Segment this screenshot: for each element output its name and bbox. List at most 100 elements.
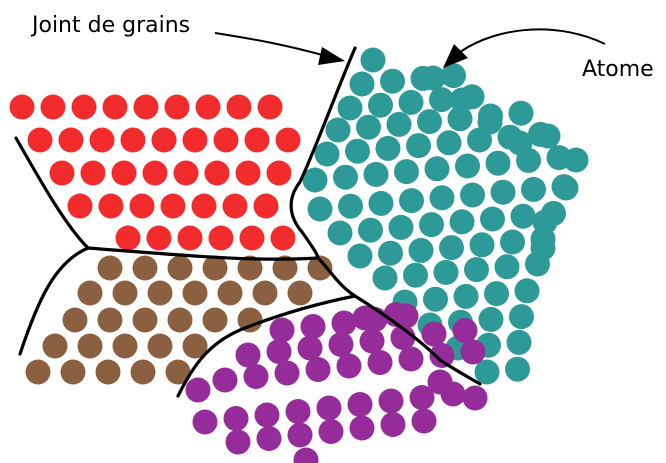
atom-teal-grain xyxy=(328,221,353,246)
boundary-red-top-left xyxy=(16,138,88,248)
atom-brown-grain xyxy=(183,281,208,306)
atom-red-grain xyxy=(254,194,279,219)
atom-red-grain xyxy=(209,226,234,251)
grain-boundary-label-group: Joint de grains xyxy=(30,13,345,65)
atom-teal-grain xyxy=(419,212,444,237)
atom-purple-grain xyxy=(226,430,251,455)
atom-brown-grain xyxy=(98,308,123,333)
atom-purple-grain xyxy=(379,389,404,414)
atom-brown-grain xyxy=(78,281,103,306)
atom-brown-grain xyxy=(113,334,138,359)
atom-purple-grain xyxy=(244,364,269,389)
atom-purple-grain xyxy=(360,329,385,354)
atom-red-grain xyxy=(28,128,53,153)
atom-teal-grain xyxy=(387,112,412,137)
atom-teal-grain xyxy=(403,263,428,288)
atom-brown-grain xyxy=(148,281,173,306)
atom-teal-grain xyxy=(389,215,414,240)
atom-teal-grain xyxy=(460,183,485,208)
atom-label: Atome xyxy=(582,57,654,82)
atom-teal-grain xyxy=(394,159,419,184)
atom-red-grain xyxy=(143,161,168,186)
atom-teal-grain xyxy=(500,230,525,255)
atom-brown-grain xyxy=(148,334,173,359)
atom-teal-grain xyxy=(464,257,489,282)
atom-teal-grain xyxy=(417,109,442,134)
atom-red-grain xyxy=(147,226,172,251)
atom-purple-grain xyxy=(186,378,211,403)
atom-teal-grain xyxy=(509,304,534,329)
atom-teal-grain xyxy=(511,204,536,229)
atoms-layer xyxy=(10,48,589,463)
atom-red-grain xyxy=(99,194,124,219)
atom-teal-grain xyxy=(439,235,464,260)
atom-teal-grain xyxy=(406,133,431,158)
atom-teal-grain xyxy=(350,72,375,97)
atom-purple-grain xyxy=(267,339,292,364)
atom-red-grain xyxy=(68,194,93,219)
atom-teal-grain xyxy=(358,218,383,243)
atom-teal-grain xyxy=(509,101,534,126)
atom-teal-grain xyxy=(486,151,511,176)
atom-teal-grain xyxy=(308,197,333,222)
atom-red-grain xyxy=(174,161,199,186)
atom-brown-grain xyxy=(78,334,103,359)
atom-teal-grain xyxy=(326,118,351,143)
atom-purple-grain xyxy=(298,336,323,361)
atom-red-grain xyxy=(112,161,137,186)
atom-brown-grain xyxy=(203,308,228,333)
atom-teal-grain xyxy=(338,194,363,219)
atom-red-grain xyxy=(121,128,146,153)
atom-purple-grain xyxy=(317,396,342,421)
atom-purple-grain xyxy=(224,406,249,431)
atom-teal-grain xyxy=(378,241,403,266)
atom-red-grain xyxy=(10,95,35,120)
atom-brown-grain xyxy=(253,281,278,306)
atom-teal-grain xyxy=(495,254,520,279)
atom-teal-grain xyxy=(505,357,530,382)
atom-brown-grain xyxy=(63,308,88,333)
atom-red-grain xyxy=(103,95,128,120)
atom-red-grain xyxy=(245,128,270,153)
atom-red-grain xyxy=(178,226,203,251)
atom-purple-grain xyxy=(368,350,393,375)
atom-brown-grain xyxy=(113,281,138,306)
atom-teal-grain xyxy=(369,191,394,216)
atom-purple-grain xyxy=(213,368,238,393)
atom-purple-grain xyxy=(270,318,295,343)
atom-purple-grain xyxy=(399,347,424,372)
atom-teal-grain xyxy=(480,207,505,232)
atom-teal-grain xyxy=(421,66,446,91)
atom-red-grain xyxy=(72,95,97,120)
atom-brown-grain xyxy=(26,360,51,385)
atom-purple-grain xyxy=(257,426,282,451)
atom-teal-grain xyxy=(315,142,340,167)
atom-brown-grain xyxy=(96,360,121,385)
atom-teal-grain xyxy=(515,278,540,303)
atom-brown-grain xyxy=(98,256,123,281)
atom-red-grain xyxy=(227,95,252,120)
atom-purple-grain xyxy=(306,357,331,382)
atom-red-grain xyxy=(161,194,186,219)
atom-teal-grain xyxy=(376,136,401,161)
atom-red-grain xyxy=(59,128,84,153)
atom-teal-grain xyxy=(399,90,424,115)
atom-purple-grain xyxy=(255,403,280,428)
atom-red-grain xyxy=(240,226,265,251)
atom-red-grain xyxy=(130,194,155,219)
atom-red-grain xyxy=(205,161,230,186)
atom-teal-grain xyxy=(491,180,516,205)
atom-red-grain xyxy=(50,161,75,186)
atom-teal-grain xyxy=(454,284,479,309)
atom-purple-grain xyxy=(412,409,437,434)
atom-purple-grain xyxy=(236,343,261,368)
atom-teal-grain xyxy=(554,176,579,201)
atom-teal-grain xyxy=(430,185,455,210)
atom-red-grain xyxy=(214,128,239,153)
atom-brown-grain xyxy=(43,334,68,359)
atom-red-grain xyxy=(223,194,248,219)
atom-purple-grain xyxy=(428,370,453,395)
atom-teal-grain xyxy=(564,148,589,173)
atom-teal-grain xyxy=(348,244,373,269)
